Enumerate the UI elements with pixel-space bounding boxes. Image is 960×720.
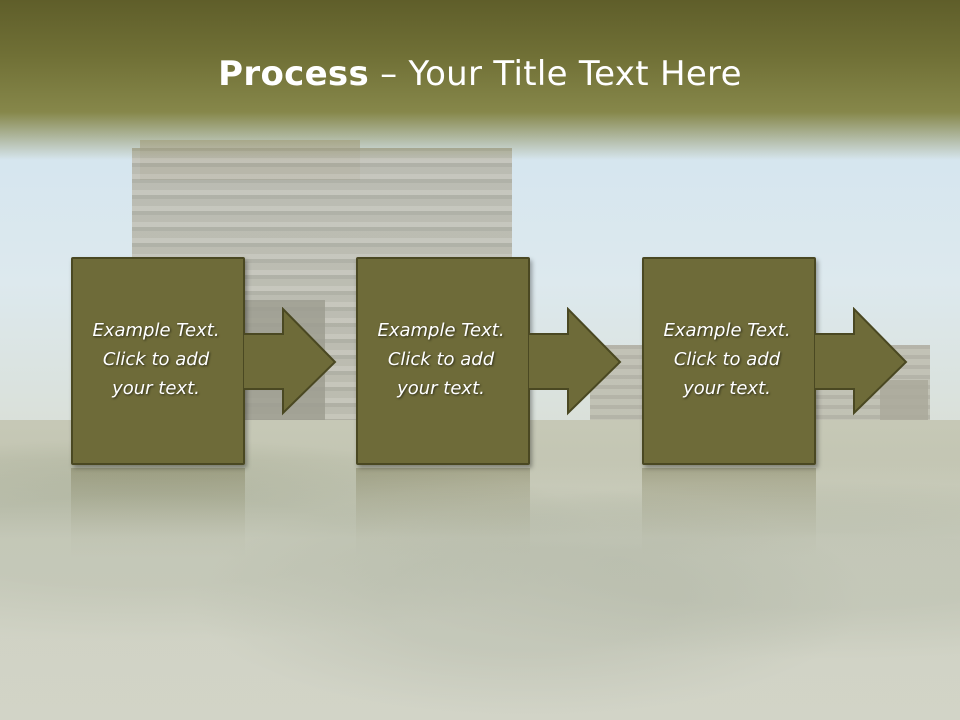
arrow-right-icon — [528, 307, 622, 416]
step-text[interactable]: Example Text. Click to add your text. — [92, 319, 220, 399]
slide-title[interactable]: Process – Your Title Text Here — [0, 54, 960, 94]
title-bold-part: Process — [218, 54, 370, 94]
arrow-right-icon — [814, 307, 908, 416]
arrow-right-icon — [243, 307, 337, 416]
title-band — [0, 0, 960, 160]
process-step-2[interactable]: Example Text. Click to add your text. — [356, 257, 622, 465]
step-box[interactable] — [642, 257, 816, 465]
step-box[interactable] — [356, 257, 530, 465]
step-text[interactable]: Example Text. Click to add your text. — [377, 319, 505, 399]
step-box[interactable] — [71, 257, 245, 465]
step-text[interactable]: Example Text. Click to add your text. — [663, 319, 791, 399]
title-rest-part: – Your Title Text Here — [369, 54, 742, 94]
process-step-1[interactable]: Example Text. Click to add your text. — [71, 257, 337, 465]
process-step-3[interactable]: Example Text. Click to add your text. — [642, 257, 908, 465]
fog-overlay — [0, 460, 960, 720]
